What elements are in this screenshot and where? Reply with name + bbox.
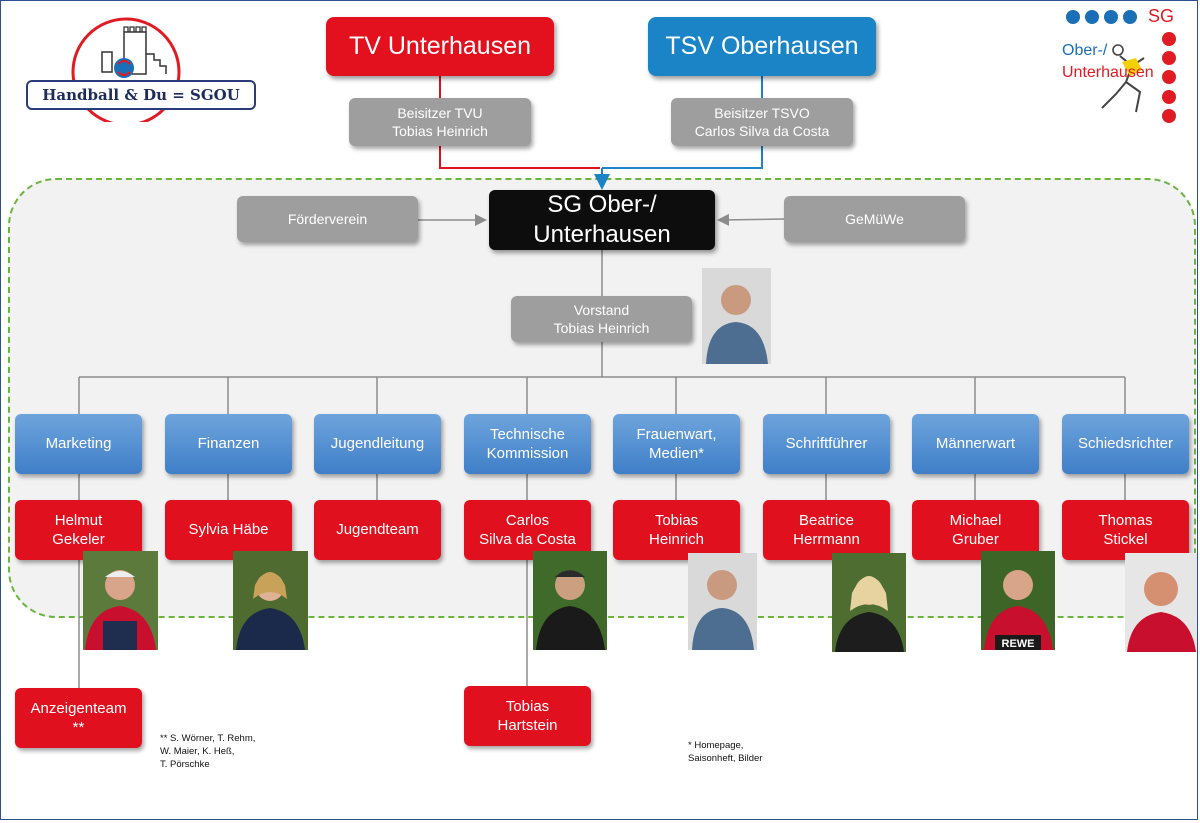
person-tobias-heinrich: Tobias Heinrich [613, 500, 740, 560]
sgou-logo [24, 14, 260, 127]
photo-sylvia-haebe [233, 551, 308, 650]
svg-text:REWE: REWE [1002, 638, 1035, 650]
person-jugendteam: Jugendteam [314, 500, 441, 560]
club-tsv-oberhausen: TSV Oberhausen [648, 17, 876, 76]
castle-handball-icon [71, 17, 181, 127]
person-thomas-stickel: Thomas Stickel [1062, 500, 1189, 560]
dept-maennerwart: Männerwart [912, 414, 1039, 474]
sg-ober-unterhausen-box: SG Ober-/ Unterhausen [489, 190, 715, 250]
anzeigenteam-box: Anzeigenteam ** [15, 688, 142, 748]
logo-unter-text: Unterhausen [1062, 64, 1154, 81]
vorstand-photo [702, 268, 771, 364]
dept-schiedsrichter: Schiedsrichter [1062, 414, 1189, 474]
note-anzeigenteam: ** S. Wörner, T. Rehm, W. Maier, K. Heß,… [160, 733, 256, 770]
beisitzer-tsvo: Beisitzer TSVO Carlos Silva da Costa [671, 98, 853, 146]
sg-ober-unterhausen-logo: SG Ober-/ Unterhausen [1060, 6, 1182, 130]
gemuewe-box: GeMüWe [784, 196, 965, 242]
dept-frauenwart-medien: Frauenwart, Medien* [613, 414, 740, 474]
foerderverein-box: Förderverein [237, 196, 418, 242]
person-michael-gruber: Michael Gruber [912, 500, 1039, 560]
photo-tobias-heinrich [688, 553, 757, 650]
club-tv-unterhausen: TV Unterhausen [326, 17, 554, 76]
photo-helmut-gekeler [83, 551, 158, 650]
note-medien: * Homepage, Saisonheft, Bilder [688, 740, 763, 764]
dept-schriftfuehrer: Schriftführer [763, 414, 890, 474]
photo-thomas-stickel [1125, 553, 1197, 652]
logo-sg-text: SG [1148, 6, 1175, 26]
photo-carlos-silva-da-costa [533, 551, 607, 650]
dept-jugendleitung: Jugendleitung [314, 414, 441, 474]
tobias-hartstein-box: Tobias Hartstein [464, 686, 591, 746]
dept-marketing: Marketing [15, 414, 142, 474]
person-beatrice-herrmann: Beatrice Herrmann [763, 500, 890, 560]
logo-ober-text: Ober-/ [1062, 42, 1108, 59]
dept-finanzen: Finanzen [165, 414, 292, 474]
dept-technische-kommission: Technische Kommission [464, 414, 591, 474]
person-carlos-silva-da-costa: Carlos Silva da Costa [464, 500, 591, 560]
photo-beatrice-herrmann [832, 553, 906, 652]
vorstand-box: Vorstand Tobias Heinrich [511, 296, 692, 342]
dots-handball-player-icon [1066, 10, 1176, 123]
sgou-logo-text: Handball & Du = SGOU [26, 80, 256, 110]
photo-michael-gruber: REWE [981, 551, 1055, 650]
beisitzer-tvu: Beisitzer TVU Tobias Heinrich [349, 98, 531, 146]
person-helmut-gekeler: Helmut Gekeler [15, 500, 142, 560]
person-sylvia-haebe: Sylvia Häbe [165, 500, 292, 560]
